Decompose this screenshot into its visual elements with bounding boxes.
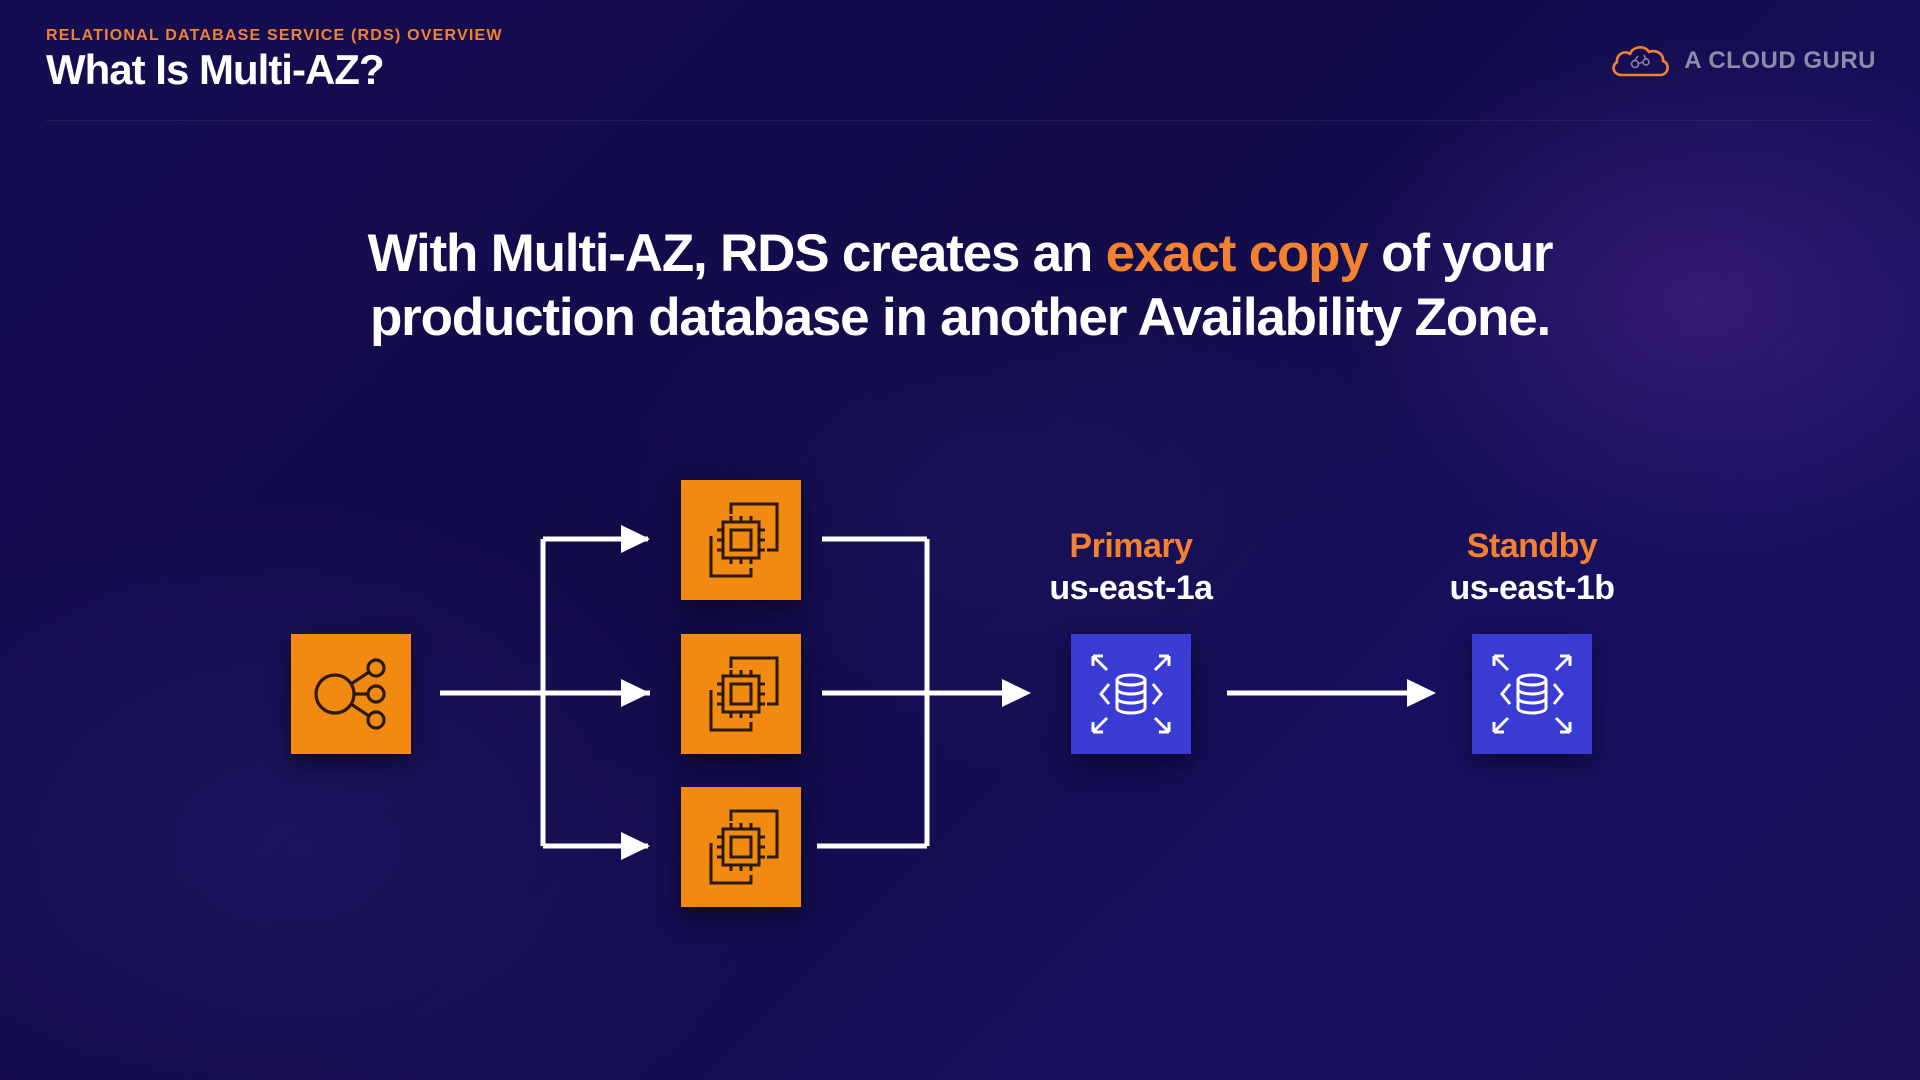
headline-text-start: With Multi-AZ, RDS creates an (367, 224, 1106, 283)
brand-name: A CLOUD GURU (1684, 47, 1876, 74)
primary-role: Primary (1069, 527, 1193, 565)
section-label: RELATIONAL DATABASE SERVICE (RDS) OVERVI… (46, 27, 503, 44)
ec2-instance-icon (709, 656, 779, 732)
primary-label: Primary us-east-1a (1001, 525, 1261, 609)
ec2-instance-3-tile (681, 787, 801, 907)
headline: With Multi-AZ, RDS creates an exact copy… (0, 222, 1920, 350)
cloud-brain-icon (1612, 46, 1670, 77)
standby-label: Standby us-east-1b (1402, 525, 1662, 609)
brand: A CLOUD GURU (1608, 42, 1876, 80)
arrowhead-1 (621, 525, 650, 553)
ec2-instance-icon (709, 809, 779, 885)
ec2-instance-icon (709, 502, 779, 578)
headline-highlight: exact copy (1105, 224, 1369, 283)
headline-text-end: of your (1367, 224, 1553, 283)
primary-zone: us-east-1a (1049, 569, 1213, 607)
arrowhead-standby (1407, 679, 1436, 707)
ec2-instance-2-tile (681, 634, 801, 754)
headline-line-2: production database in another Availabil… (370, 288, 1551, 347)
arrowhead-primary (1002, 679, 1031, 707)
primary-database-tile (1071, 634, 1191, 754)
load-balancer-icon (314, 658, 386, 730)
rds-database-icon (1091, 654, 1171, 734)
ec2-instance-1-tile (681, 480, 801, 600)
arrowhead-3 (621, 832, 650, 860)
rds-database-icon (1492, 654, 1572, 734)
standby-database-tile (1472, 634, 1592, 754)
standby-role: Standby (1466, 527, 1598, 565)
page-title: What Is Multi-AZ? (46, 46, 385, 93)
standby-zone: us-east-1b (1449, 569, 1615, 607)
load-balancer-tile (291, 634, 411, 754)
arrowhead-2 (621, 679, 650, 707)
header-divider (46, 120, 1874, 121)
